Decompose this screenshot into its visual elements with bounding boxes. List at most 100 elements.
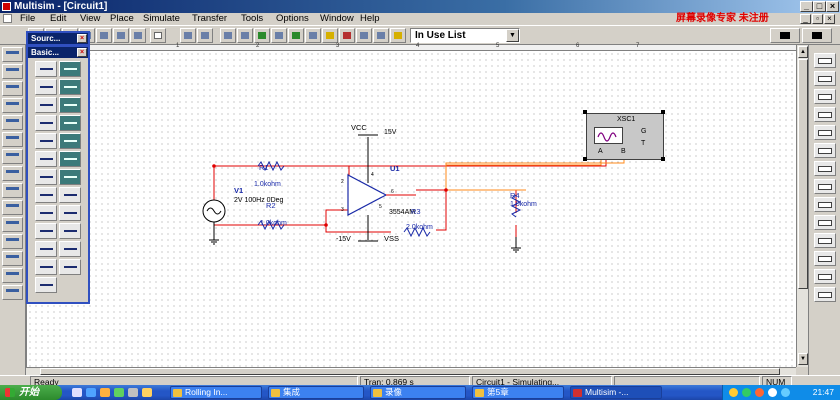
smt-resistor-part[interactable] xyxy=(59,223,81,239)
capacitor-part[interactable] xyxy=(35,79,57,95)
basic-palette-title[interactable]: Basic... xyxy=(28,47,88,58)
distortion-analyzer-icon[interactable] xyxy=(814,251,836,266)
scroll-thumb[interactable] xyxy=(798,59,808,289)
selection-handle[interactable] xyxy=(583,110,587,114)
basic-components-button[interactable] xyxy=(2,64,23,79)
smt-capacitor-part[interactable] xyxy=(59,259,81,275)
ttl-components-button[interactable] xyxy=(2,132,23,147)
task-jicheng[interactable]: 集成 xyxy=(268,386,364,399)
tray-icon[interactable] xyxy=(742,388,751,397)
resistor-part[interactable] xyxy=(35,61,57,77)
ie-icon[interactable] xyxy=(86,388,96,397)
close-button[interactable]: × xyxy=(826,1,839,12)
spreadsheet-icon[interactable] xyxy=(288,28,304,43)
cmos-components-button[interactable] xyxy=(2,149,23,164)
schematic-canvas[interactable] xyxy=(26,45,796,367)
menu-place[interactable]: Place xyxy=(110,13,134,24)
menu-window[interactable]: Window xyxy=(320,13,354,24)
zoom-area-icon[interactable] xyxy=(220,28,236,43)
menu-transfer[interactable]: Transfer xyxy=(192,13,228,24)
quick-launch-icon[interactable] xyxy=(142,388,152,397)
menu-help[interactable]: Help xyxy=(360,13,380,24)
scope-ground[interactable]: G xyxy=(641,128,647,135)
pause-simulation-button[interactable] xyxy=(770,28,800,43)
forward-annotate-icon[interactable] xyxy=(373,28,389,43)
selection-handle[interactable] xyxy=(661,157,665,161)
switch-part[interactable] xyxy=(35,169,57,185)
frequency-counter-icon[interactable] xyxy=(814,161,836,176)
hierarchical-block-button[interactable] xyxy=(2,268,23,283)
document-icon[interactable] xyxy=(3,14,12,23)
analog-components-button[interactable] xyxy=(2,115,23,130)
logic-analyzer-icon[interactable] xyxy=(814,197,836,212)
logic-converter-icon[interactable] xyxy=(814,215,836,230)
zoom-fit-icon[interactable] xyxy=(237,28,253,43)
task-multisim[interactable]: Multisim -... xyxy=(570,386,662,399)
minimize-button[interactable]: _ xyxy=(800,1,813,12)
postprocessor-icon[interactable] xyxy=(271,28,287,43)
selection-handle[interactable] xyxy=(583,157,587,161)
smt-inductor-part[interactable] xyxy=(35,277,57,293)
menu-edit[interactable]: Edit xyxy=(50,13,67,24)
switch-virtual-part[interactable] xyxy=(59,169,81,185)
scroll-up-icon[interactable]: ▲ xyxy=(798,46,808,58)
opamp-symbol[interactable] xyxy=(347,174,388,216)
component-editor-icon[interactable] xyxy=(390,28,406,43)
potentiometer-virtual-part[interactable] xyxy=(59,115,81,131)
transistor-components-button[interactable] xyxy=(2,98,23,113)
spectrum-analyzer-icon[interactable] xyxy=(814,269,836,284)
cut-icon[interactable] xyxy=(96,28,112,43)
scope-trigger[interactable]: T xyxy=(641,140,646,147)
smt-electrolytic-part[interactable] xyxy=(35,259,57,275)
mdi-restore-button[interactable]: ▫ xyxy=(812,14,823,24)
connector-part[interactable] xyxy=(35,205,57,221)
erc-icon[interactable] xyxy=(339,28,355,43)
maximize-button[interactable]: □ xyxy=(813,1,826,12)
copy-icon[interactable] xyxy=(113,28,129,43)
misc-components-button[interactable] xyxy=(2,217,23,232)
resistor-pack-part[interactable] xyxy=(35,223,57,239)
task-rolling-in[interactable]: Rolling In... xyxy=(170,386,262,399)
zoom-in-icon[interactable] xyxy=(180,28,196,43)
paste-icon[interactable] xyxy=(130,28,146,43)
grapher-icon[interactable] xyxy=(254,28,270,43)
close-icon[interactable]: × xyxy=(77,48,87,57)
bode-plotter-icon[interactable] xyxy=(814,143,836,158)
quick-launch-icon[interactable] xyxy=(128,388,138,397)
network-icon[interactable] xyxy=(781,388,790,397)
multimeter-icon[interactable] xyxy=(814,53,836,68)
transformer-part[interactable] xyxy=(35,187,57,203)
desktop-icon[interactable] xyxy=(72,388,82,397)
inductor-virtual-part[interactable] xyxy=(59,97,81,113)
network-analyzer-icon[interactable] xyxy=(814,287,836,302)
menu-options[interactable]: Options xyxy=(276,13,309,24)
variable-capacitor-virtual-part[interactable] xyxy=(59,133,81,149)
four-channel-scope-icon[interactable] xyxy=(814,125,836,140)
relay-part[interactable] xyxy=(59,187,81,203)
close-icon[interactable]: × xyxy=(77,34,87,43)
database-icon[interactable] xyxy=(305,28,321,43)
tray-icon[interactable] xyxy=(729,388,738,397)
mdi-close-button[interactable]: × xyxy=(824,14,835,24)
horizontal-scrollbar[interactable] xyxy=(26,367,796,375)
back-annotate-icon[interactable] xyxy=(356,28,372,43)
smt-capacitor-part[interactable] xyxy=(35,241,57,257)
menu-view[interactable]: View xyxy=(80,13,101,24)
electromechanical-button[interactable] xyxy=(2,251,23,266)
potentiometer-part[interactable] xyxy=(35,115,57,131)
zoom-out-icon[interactable] xyxy=(197,28,213,43)
capacitor-virtual-part[interactable] xyxy=(59,79,81,95)
indicator-components-button[interactable] xyxy=(2,200,23,215)
function-generator-icon[interactable] xyxy=(814,71,836,86)
bus-button[interactable] xyxy=(2,285,23,300)
start-button[interactable]: 开始 xyxy=(0,385,62,400)
scope-channel-a[interactable]: A xyxy=(598,148,603,155)
task-chapter5[interactable]: 第5章 xyxy=(472,386,564,399)
resistor-symbols[interactable] xyxy=(257,160,522,238)
menu-file[interactable]: File xyxy=(20,13,36,24)
resistor-virtual-part[interactable] xyxy=(59,61,81,77)
sources-palette-title[interactable]: Sourc... xyxy=(28,33,88,44)
socket-part[interactable] xyxy=(59,205,81,221)
menu-tools[interactable]: Tools xyxy=(241,13,264,24)
mdi-minimize-button[interactable]: _ xyxy=(800,14,811,24)
